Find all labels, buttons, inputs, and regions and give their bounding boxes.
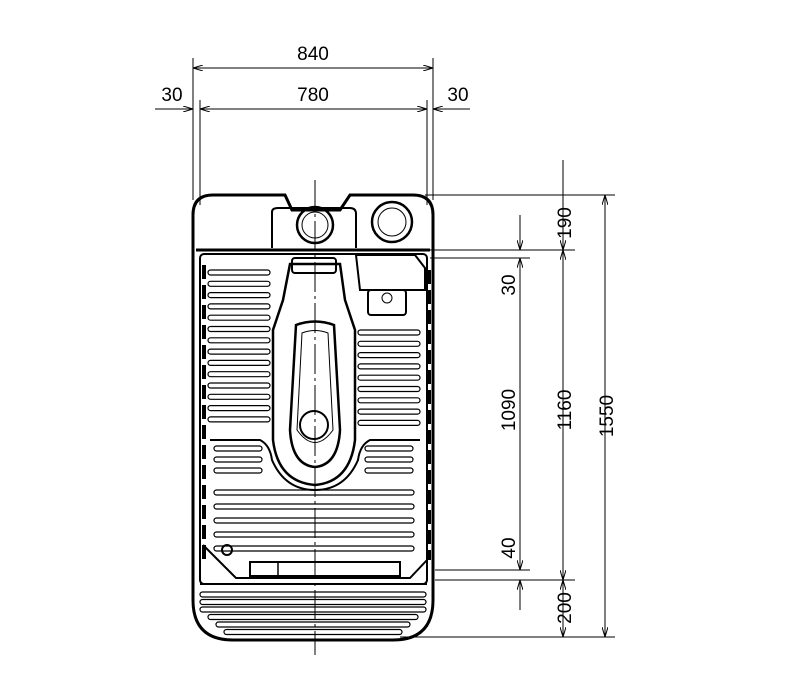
dim-main-length: 1160 (555, 390, 576, 431)
rib (207, 292, 271, 299)
dim-gap-bottom: 40 (499, 537, 520, 558)
rib (207, 382, 271, 389)
rib (213, 503, 415, 510)
rib (213, 456, 263, 463)
toilet-unit-body (191, 180, 435, 655)
rib (207, 337, 271, 344)
rib (207, 303, 271, 310)
rib (357, 408, 421, 415)
rib (207, 314, 271, 321)
dim-overall-length: 1550 (597, 395, 618, 437)
dim-overall-width: 840 (297, 44, 329, 65)
rib (213, 545, 415, 552)
dim-left-margin: 30 (161, 85, 182, 106)
rib (207, 416, 271, 423)
floor-ribs (199, 269, 427, 636)
rib (364, 445, 414, 452)
drain-hole-icon (299, 410, 329, 440)
rib (213, 531, 415, 538)
rib (357, 340, 421, 347)
drain-cap-icon (370, 200, 414, 244)
rib (199, 606, 427, 613)
rib (364, 456, 414, 463)
rib (223, 628, 403, 636)
horizontal-dimensions (155, 58, 470, 205)
rib (357, 419, 421, 426)
rib (357, 385, 421, 393)
rib (213, 445, 263, 452)
rib (199, 591, 427, 598)
rib (357, 374, 421, 381)
dim-right-margin: 30 (447, 85, 468, 106)
vertical-dimensions (400, 160, 615, 638)
rib (215, 621, 411, 628)
dim-top-section: 190 (555, 207, 576, 239)
rib (357, 329, 421, 336)
dim-step-length: 200 (555, 592, 576, 624)
rib (207, 325, 271, 333)
dim-gap-top: 30 (499, 274, 520, 295)
rib (207, 393, 271, 400)
rib (357, 352, 421, 359)
rib (207, 371, 271, 378)
rib (364, 467, 414, 474)
rib (213, 517, 415, 524)
rib (213, 489, 415, 496)
rib (207, 613, 419, 621)
rib (199, 598, 427, 606)
rib (357, 397, 421, 404)
rib (207, 405, 271, 412)
dim-floor-length: 1090 (499, 389, 520, 431)
rib (207, 348, 271, 355)
rib (207, 280, 271, 287)
rib (213, 467, 263, 474)
rib (357, 363, 421, 370)
dim-inner-width: 780 (297, 85, 329, 106)
rib (207, 269, 271, 276)
rib (207, 359, 271, 366)
